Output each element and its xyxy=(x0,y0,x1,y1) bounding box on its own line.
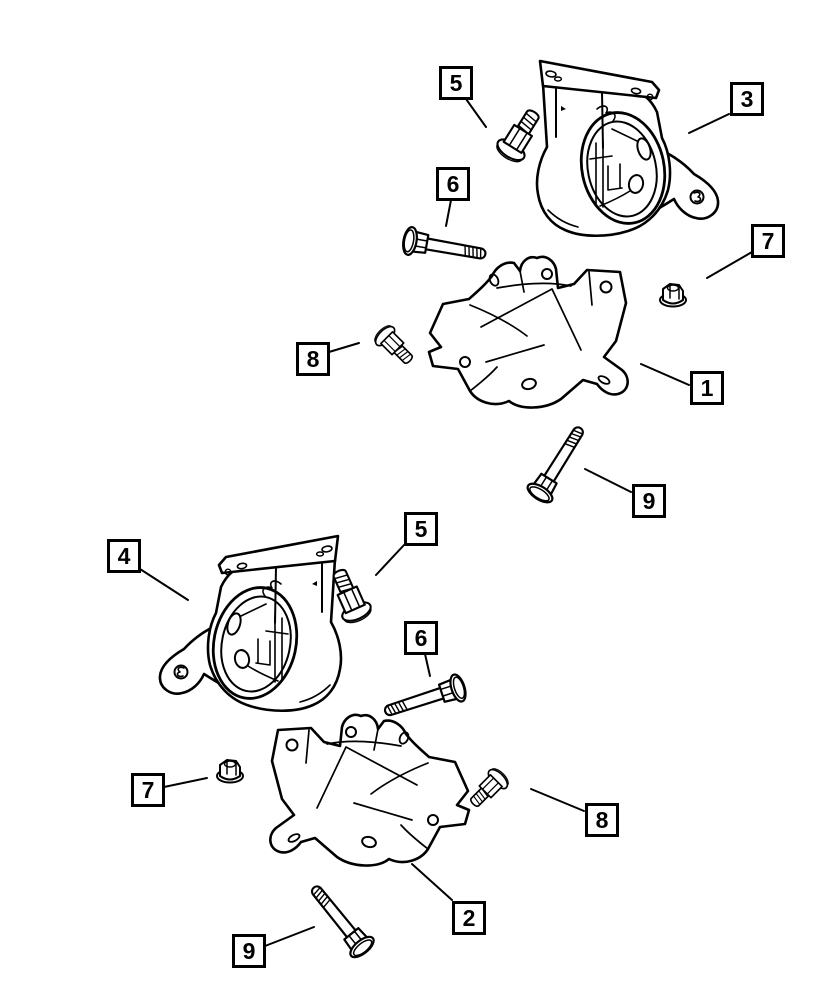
leader-line-bottom-8 xyxy=(530,788,585,812)
callout-number: 8 xyxy=(306,345,320,372)
leader-line-bottom-7 xyxy=(163,777,208,788)
nut-part-7-top xyxy=(659,283,687,308)
bottom-assembly xyxy=(158,534,513,962)
callout-number: 3 xyxy=(740,85,754,112)
leader-line-top-7 xyxy=(706,251,753,279)
callout-top-6: 6 xyxy=(436,167,470,201)
callout-number: 7 xyxy=(141,776,155,803)
leader-line-bottom-6 xyxy=(424,653,431,677)
callout-number: 6 xyxy=(446,170,460,197)
bolt-part-8-top xyxy=(370,321,420,371)
callout-top-7: 7 xyxy=(751,224,785,258)
callout-top-8: 8 xyxy=(296,342,330,376)
callout-bottom-6: 6 xyxy=(404,621,438,655)
leader-line-top-8 xyxy=(328,342,360,353)
callout-number: 9 xyxy=(642,487,656,514)
callout-top-1: 1 xyxy=(690,371,724,405)
leader-line-bottom-4 xyxy=(139,568,189,601)
callout-number: 9 xyxy=(242,937,256,964)
bolt-part-5-top xyxy=(492,103,549,167)
bracket-part-1 xyxy=(427,255,629,409)
engine-mount-part-4 xyxy=(158,534,343,713)
callout-bottom-5: 5 xyxy=(404,512,438,546)
bolt-part-6-bottom xyxy=(379,671,470,727)
bolt-part-9-top xyxy=(523,419,594,508)
callout-number: 5 xyxy=(449,69,463,96)
top-assembly xyxy=(370,59,720,508)
leader-line-bottom-5 xyxy=(375,544,405,576)
bolt-part-9-bottom xyxy=(301,877,379,962)
leader-line-top-9 xyxy=(584,468,632,493)
callout-number: 6 xyxy=(414,624,428,651)
leader-line-top-5 xyxy=(465,98,487,128)
callout-number: 5 xyxy=(414,515,428,542)
callout-bottom-2: 2 xyxy=(452,901,486,935)
leader-line-top-1 xyxy=(640,363,690,386)
callout-top-9: 9 xyxy=(632,484,666,518)
leader-line-bottom-9 xyxy=(264,926,315,947)
callout-number: 2 xyxy=(462,904,476,931)
leader-line-bottom-2 xyxy=(411,863,453,901)
leader-line-top-6 xyxy=(445,199,452,227)
bolt-part-8-bottom xyxy=(463,764,513,814)
bracket-part-2 xyxy=(269,713,471,867)
callout-number: 1 xyxy=(700,374,714,401)
engine-mount-part-3 xyxy=(535,59,720,238)
bolt-part-6-top xyxy=(400,224,489,270)
nut-part-7-bottom xyxy=(216,759,244,784)
leader-line-top-3 xyxy=(688,113,730,134)
callout-number: 8 xyxy=(595,806,609,833)
leader-lines xyxy=(139,98,753,947)
callout-top-3: 3 xyxy=(730,82,764,116)
callout-bottom-9: 9 xyxy=(232,934,266,968)
callout-number: 4 xyxy=(117,542,131,569)
callout-bottom-8: 8 xyxy=(585,803,619,837)
callout-bottom-7: 7 xyxy=(131,773,165,807)
callout-number: 7 xyxy=(761,227,775,254)
callout-top-5: 5 xyxy=(439,66,473,100)
callout-bottom-4: 4 xyxy=(107,539,141,573)
